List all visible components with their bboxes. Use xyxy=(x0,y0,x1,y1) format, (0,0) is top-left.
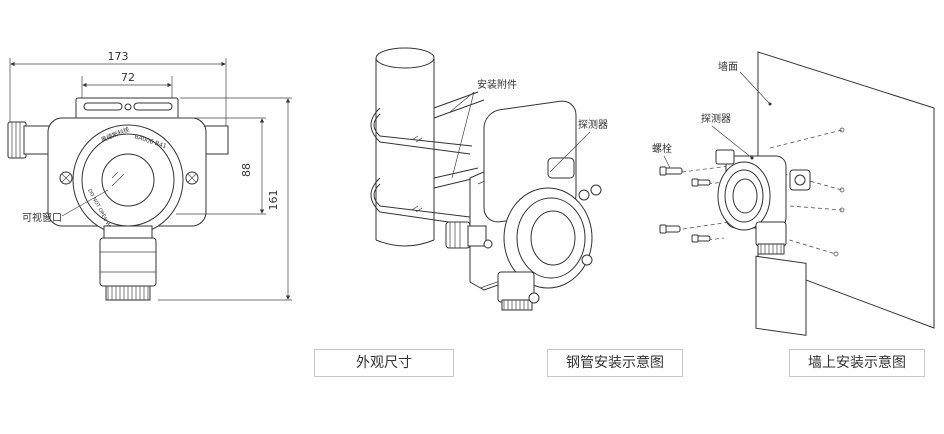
bolt-label: 螺栓 xyxy=(652,142,672,155)
caption-dimensions: 外观尺寸 xyxy=(314,349,454,377)
detector-cover-outer-ring xyxy=(72,124,184,236)
total-height-label: 161 xyxy=(267,190,280,211)
right-cable-gland xyxy=(203,125,229,155)
viewing-window-label: 可视窗口 xyxy=(22,211,62,224)
caption-pipe-mount: 钢管安装示意图 xyxy=(547,349,683,377)
caption-wall-mount: 墙上安装示意图 xyxy=(789,349,925,377)
left-cable-gland xyxy=(7,121,27,159)
bolt-group xyxy=(659,166,711,243)
steel-pipe xyxy=(375,239,435,247)
wall-bracket xyxy=(755,255,807,336)
viewing-window-glass xyxy=(101,153,155,207)
inner-width-label: 72 xyxy=(121,71,135,84)
wall-mount-drawing: 墙面 xyxy=(652,51,935,336)
total-width-label: 173 xyxy=(108,50,129,63)
window-height-label: 88 xyxy=(240,163,253,177)
pipe-detector-label: 探测器 xyxy=(578,118,608,131)
mounting-accessory-label: 安装附件 xyxy=(477,78,517,91)
pipe-mount-drawing: 安装附件 探测器 xyxy=(370,47,608,311)
wall-detector-label: 探测器 xyxy=(701,112,731,125)
sensor-head xyxy=(99,237,157,287)
pipe-detector-cover xyxy=(503,187,593,289)
wall-detector-cover xyxy=(717,161,771,231)
mounting-bracket xyxy=(75,97,179,121)
wall-surface-label: 墙面 xyxy=(718,60,738,73)
front-view-drawing: 173 72 奥德斯科技 BA006 B41 DO NOT xyxy=(7,50,292,301)
